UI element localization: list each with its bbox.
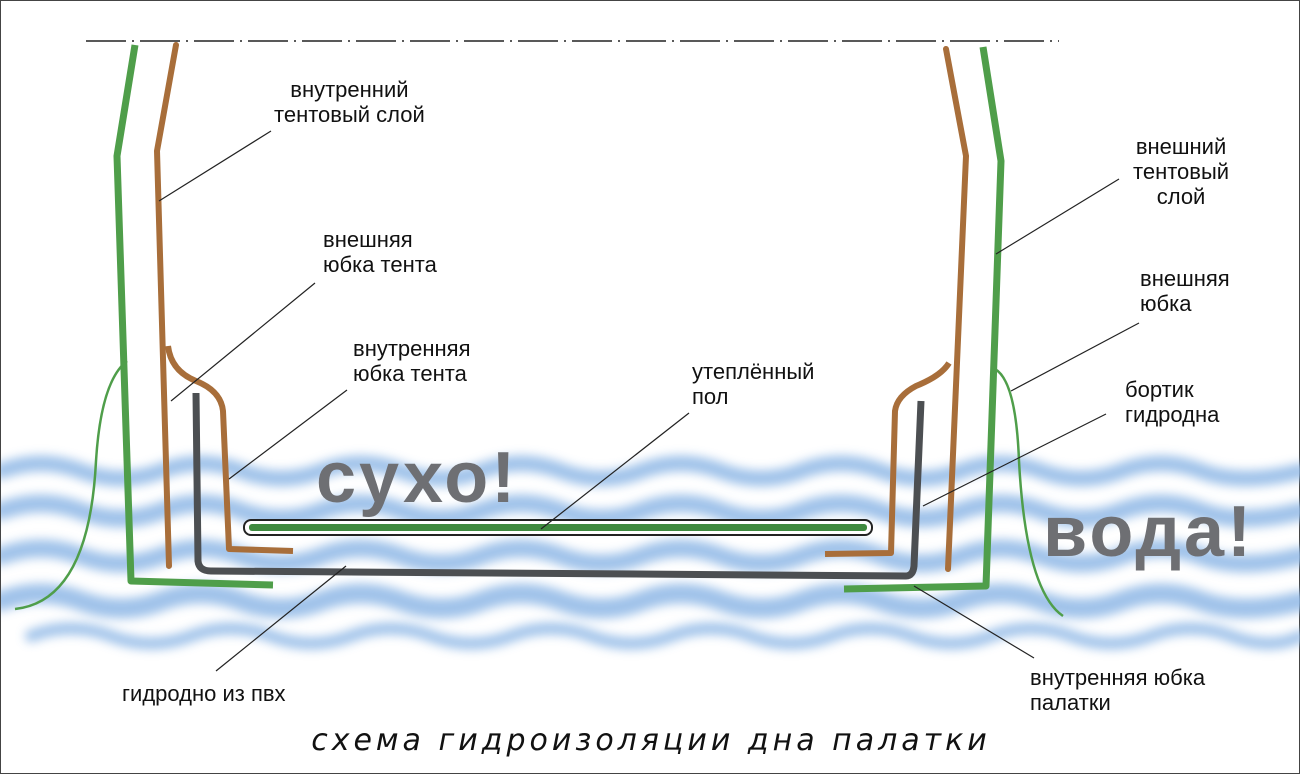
left-outer-skirt: [14, 360, 128, 611]
right-inner-tent-skirt: [824, 361, 952, 557]
label-outer-tent-skirt: внешняя юбка тента: [323, 227, 437, 277]
leader-lines: [158, 130, 1140, 672]
left-inner-tent-layer: [153, 42, 179, 569]
label-insulated-floor: утеплённый пол: [692, 359, 815, 409]
label-pvc-tub-floor: гидродно из пвх: [122, 681, 286, 706]
label-outer-tent-layer: внешний тентовый слой: [1133, 134, 1230, 209]
label-tub-floor-rim: бортик гидродна: [1125, 377, 1220, 427]
water-label: вода!: [1043, 492, 1255, 572]
pvc-tub-floor: [192, 392, 925, 580]
right-inner-tent-layer: [943, 46, 970, 572]
dry-label: сухо!: [316, 438, 519, 518]
label-inner-tent-layer: внутренний тентовый слой: [274, 77, 425, 127]
label-inner-skirt-tent: внутренняя юбка палатки: [1030, 665, 1206, 715]
right-outer-skirt: [994, 367, 1064, 618]
label-inner-tent-skirt: внутренняя юбка тента: [353, 336, 471, 386]
left-outer-tent-layer: [113, 44, 274, 589]
right-outer-tent-layer: [843, 46, 1005, 593]
diagram-title: схема гидроизоляции дна палатки: [311, 723, 991, 758]
water-waves: [1, 455, 1300, 650]
label-outer-skirt: внешняя юбка: [1140, 266, 1230, 316]
